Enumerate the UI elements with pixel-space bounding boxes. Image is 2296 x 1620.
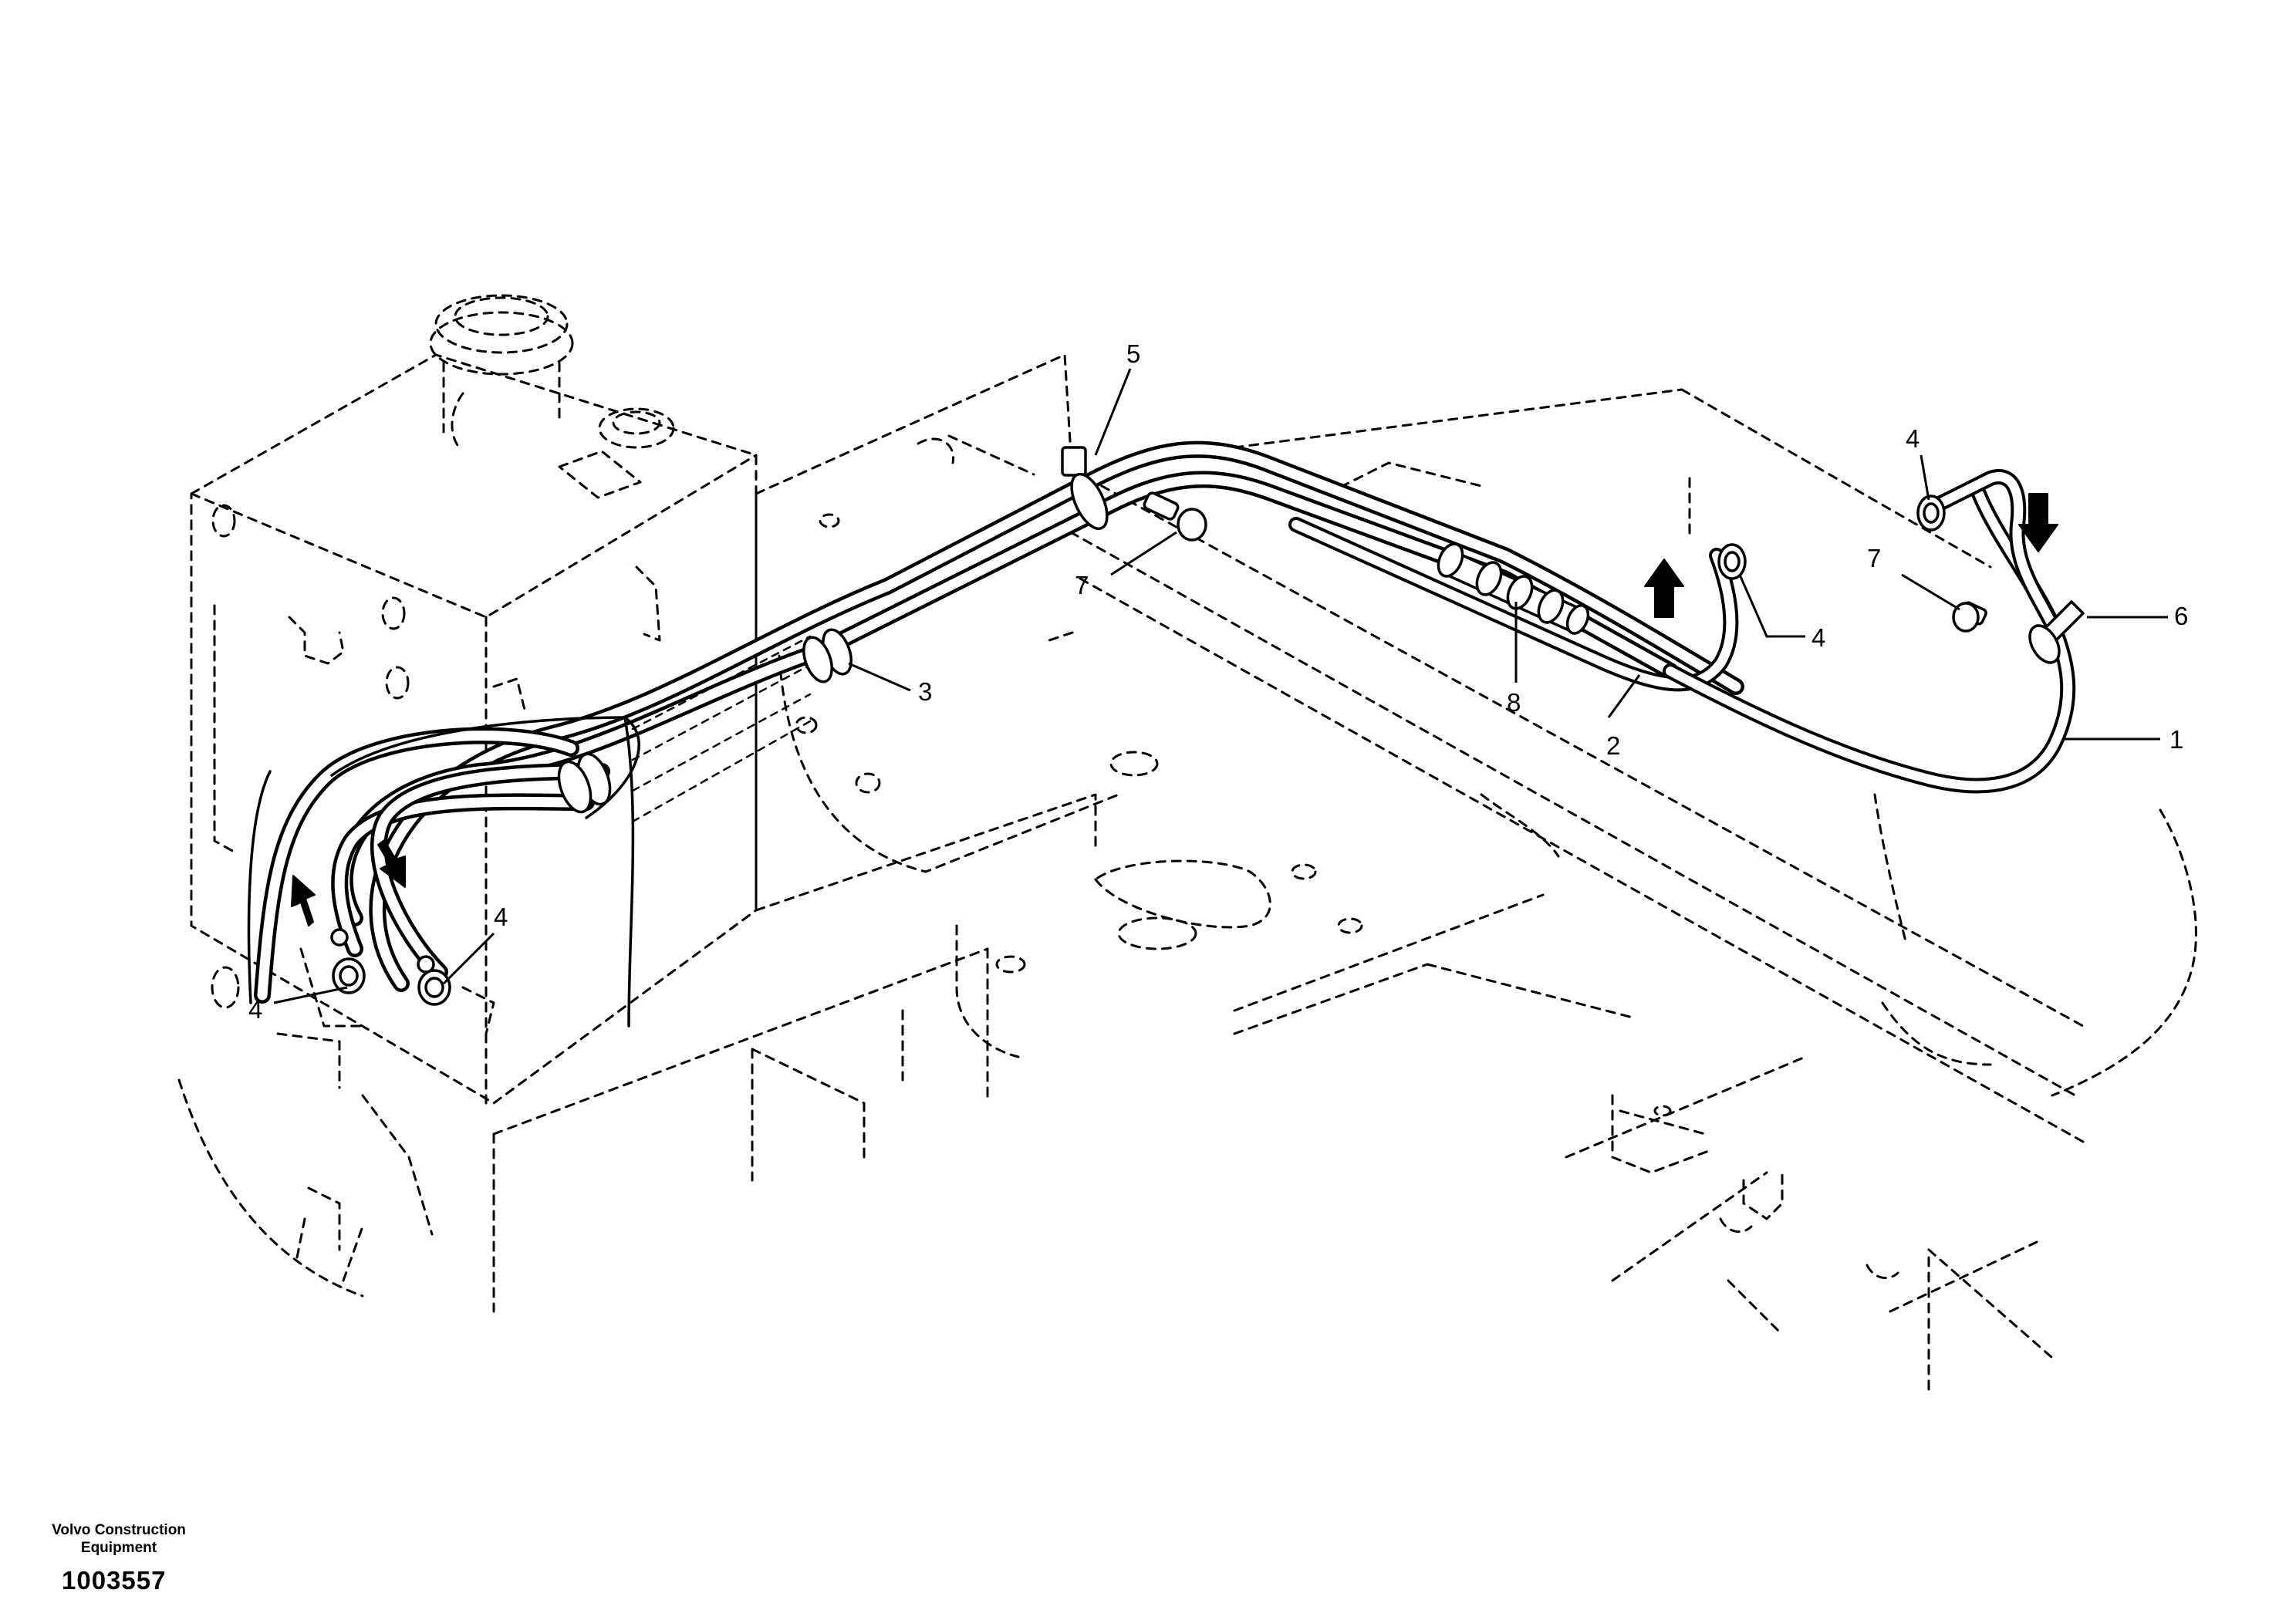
flow-arrows xyxy=(291,493,2058,926)
callout-6: 6 xyxy=(2174,602,2188,630)
flow-arrow-left-up-icon xyxy=(291,875,316,926)
protective-sleeve xyxy=(1437,542,1590,635)
callout-2: 2 xyxy=(1606,731,1620,760)
hose-assembly xyxy=(247,440,2085,1028)
phantom-outlines xyxy=(177,294,2197,1398)
callout-4-left: 4 xyxy=(248,995,262,1024)
callout-1: 1 xyxy=(2169,725,2183,754)
callout-7-right: 7 xyxy=(1867,544,1881,572)
callout-3: 3 xyxy=(918,677,932,706)
bundle-clamp xyxy=(1061,446,1109,531)
manufacturer-caption: Volvo Construction Equipment xyxy=(26,1521,211,1557)
grommets xyxy=(557,628,853,814)
callout-7-centre: 7 xyxy=(1075,571,1089,599)
callout-labels: 1 2 3 4 4 4 4 5 6 7 7 8 xyxy=(248,339,2188,1024)
manufacturer-line-1: Volvo Construction xyxy=(52,1522,186,1538)
hose-clamps xyxy=(330,494,1946,1006)
callout-5: 5 xyxy=(1126,339,1140,368)
callout-4-top-right: 4 xyxy=(1906,424,1920,453)
flow-arrow-up-icon xyxy=(1644,559,1684,618)
flow-arrow-down-icon xyxy=(2018,493,2058,552)
bolt-centre xyxy=(1143,491,1207,542)
callout-4-right-mid: 4 xyxy=(1811,623,1825,652)
callout-4-centre-left: 4 xyxy=(494,903,508,931)
figure-number: 1003557 xyxy=(62,1566,167,1595)
bolt-right xyxy=(1952,601,1987,633)
leader-lines xyxy=(273,368,2168,1004)
manufacturer-line-2: Equipment xyxy=(80,1540,157,1556)
callout-8: 8 xyxy=(1507,688,1521,717)
flow-arrow-left-down-icon xyxy=(377,839,406,888)
bracket-6 xyxy=(2028,600,2085,664)
